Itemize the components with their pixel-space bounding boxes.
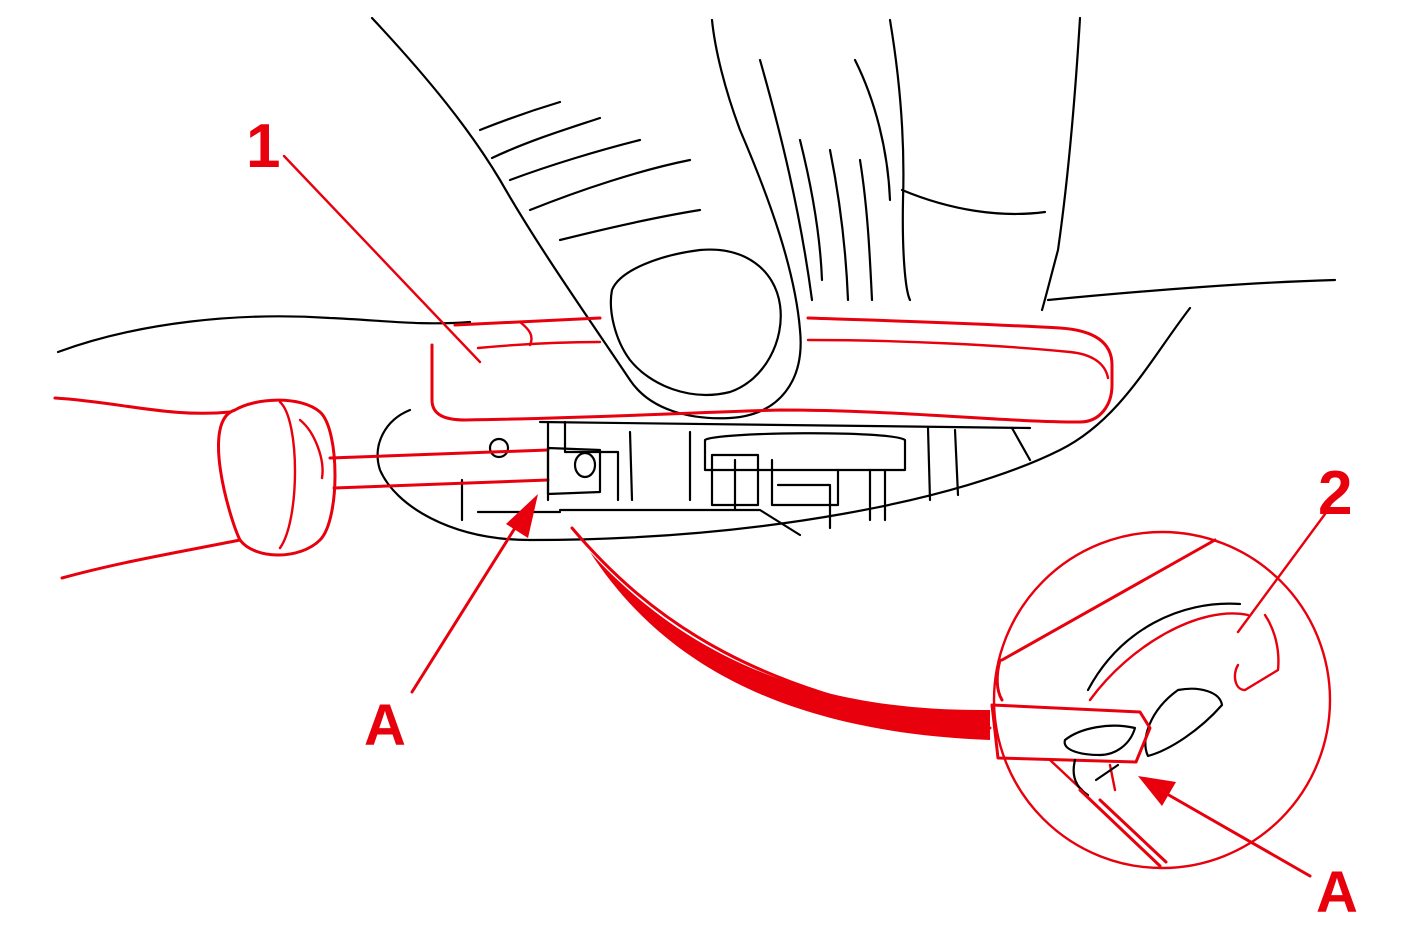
arrow-a-main-icon (506, 494, 538, 538)
item-1-component (430, 316, 1114, 424)
leader-lines (282, 154, 1330, 878)
callout-2: 2 (1318, 459, 1353, 528)
callout-1: 1 (246, 112, 281, 181)
detail-view (570, 526, 1332, 870)
mechanism-opening (488, 420, 1032, 537)
callout-a-main: A (364, 693, 406, 758)
callout-a-detail: A (1316, 860, 1358, 925)
arrow-a-detail-icon (1138, 776, 1176, 806)
housing-outline (56, 278, 1337, 542)
screwdriver (53, 396, 602, 580)
hand-illustration (370, 16, 1082, 420)
